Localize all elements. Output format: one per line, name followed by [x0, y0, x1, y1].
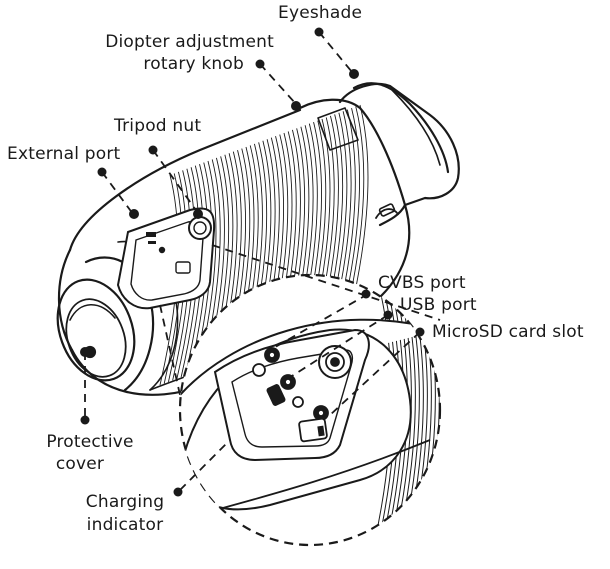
label-usb-port: USB port	[400, 295, 477, 315]
label-diopter-line1: Diopter adjustment	[105, 32, 274, 52]
tripod-nut	[188, 216, 212, 240]
label-charging-line2: indicator	[86, 515, 164, 535]
label-eyeshade: Eyeshade	[278, 3, 363, 23]
label-diopter-line2: rotary knob	[143, 54, 244, 74]
label-microsd-slot: MicroSD card slot	[432, 322, 584, 342]
label-tripod-nut: Tripod nut	[114, 116, 202, 136]
label-external-port: External port	[7, 144, 121, 164]
label-protective-line2: cover	[55, 454, 105, 474]
leader-lines	[84, 31, 421, 491]
label-protective-line1: Protective	[46, 432, 134, 452]
label-cvbs-port: CVBS port	[378, 273, 466, 293]
leader-dots	[80, 27, 425, 497]
label-charging-line1: Charging	[85, 492, 165, 512]
